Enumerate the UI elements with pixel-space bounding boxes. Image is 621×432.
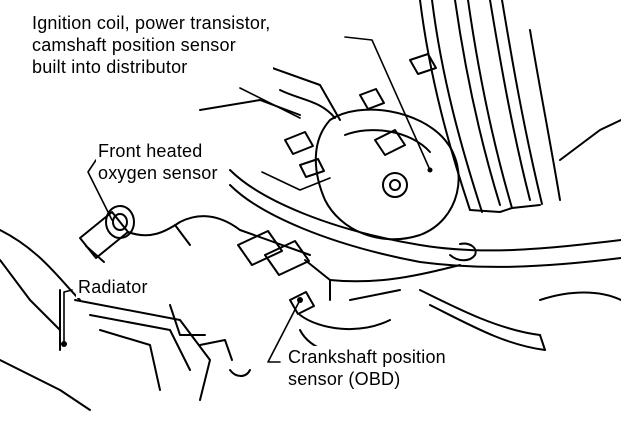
oxygen-label-line1: Front heated: [98, 141, 203, 161]
ignition-label-line1: Ignition coil, power transistor,: [32, 13, 271, 33]
radiator-area: [0, 229, 251, 411]
oxygen-label-line2: oxygen sensor: [98, 163, 218, 183]
crankshaft-sensor-label: Crankshaft position sensor (OBD): [286, 346, 448, 390]
ignition-label-line3: built into distributor: [32, 57, 188, 77]
oxygen-sensor-assembly: [79, 205, 461, 301]
radiator-label: Radiator: [76, 276, 150, 298]
distributor: [284, 53, 460, 241]
ignition-coil-label: Ignition coil, power transistor, camshaf…: [30, 12, 273, 78]
ignition-label-line2: camshaft position sensor: [32, 35, 236, 55]
engine-block: [199, 59, 621, 351]
dots: [61, 167, 433, 347]
crankshaft-label-line2: sensor (OBD): [288, 369, 401, 389]
crankshaft-label-line1: Crankshaft position: [288, 347, 446, 367]
ignition-wire-bundle: [419, 0, 561, 213]
crankshaft-sensor-assembly: [289, 289, 401, 355]
leader-lines: [63, 36, 431, 363]
oxygen-sensor-label: Front heated oxygen sensor: [96, 140, 220, 184]
radiator-label-text: Radiator: [78, 277, 148, 297]
